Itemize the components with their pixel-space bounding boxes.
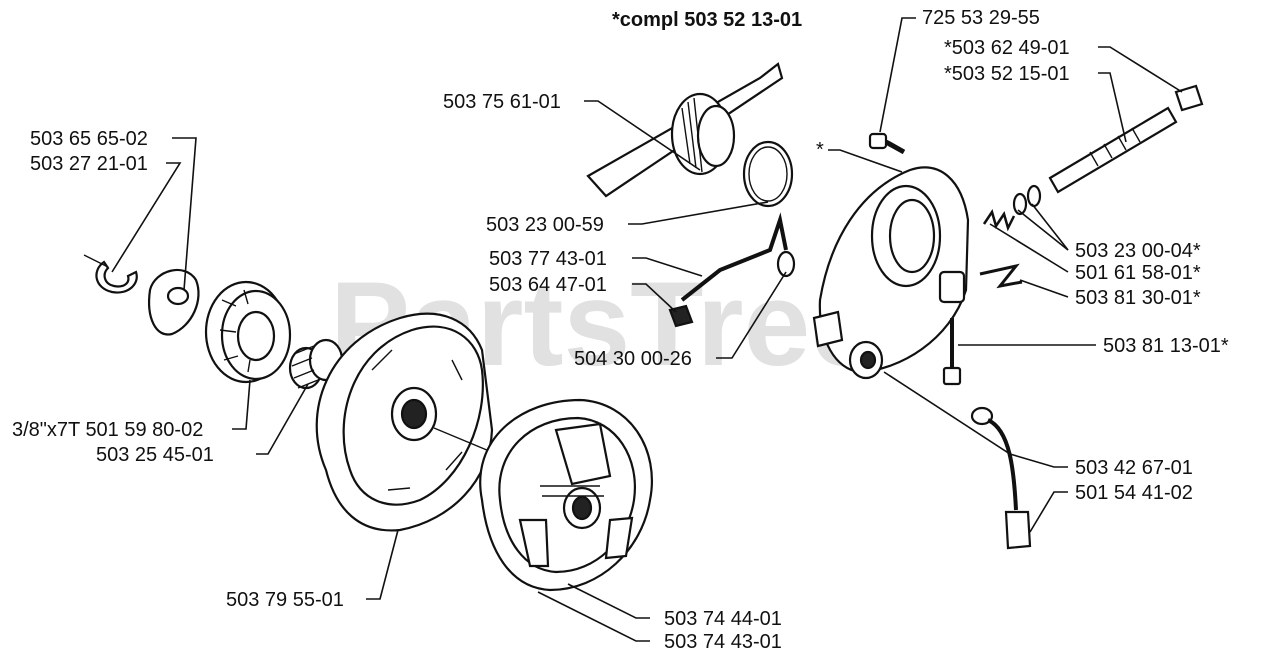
circlip-part[interactable] [83, 254, 138, 294]
sprocket-rim-part[interactable] [204, 280, 292, 384]
clutch-drum-part[interactable] [315, 312, 507, 532]
label-503-23-00-04[interactable]: 503 23 00-04* [1075, 240, 1201, 262]
label-725-53-29-55[interactable]: 725 53 29-55 [922, 7, 1040, 29]
label-503-52-15-01[interactable]: *503 52 15-01 [944, 63, 1070, 85]
label-503-62-49-01[interactable]: *503 62 49-01 [944, 37, 1070, 59]
clutch-shoes-part[interactable] [479, 398, 653, 592]
oil-pipe-part[interactable] [680, 212, 796, 302]
label-501-54-41-02[interactable]: 501 54 41-02 [1075, 482, 1193, 504]
label-503-25-45-01[interactable]: 503 25 45-01 [96, 444, 214, 466]
label-503-74-44-01[interactable]: 503 74 44-01 [664, 608, 782, 630]
end-cap-part[interactable] [1174, 84, 1204, 112]
label-503-23-00-59[interactable]: 503 23 00-59 [486, 214, 604, 236]
leader-lines [111, 17, 1183, 642]
clip-part[interactable] [979, 263, 1023, 289]
label-503-27-21-01[interactable]: 503 27 21-01 [30, 153, 148, 175]
assembly-title: *compl 503 52 13-01 [612, 9, 802, 31]
label-star: * [816, 139, 824, 161]
part-labels: 725 53 29-55 *503 62 49-01 *503 52 15-01… [12, 7, 1229, 653]
label-503-64-47-01[interactable]: 503 64 47-01 [489, 274, 607, 296]
label-503-81-13-01[interactable]: 503 81 13-01* [1103, 335, 1229, 357]
label-501-61-58-01[interactable]: 501 61 58-01* [1075, 262, 1201, 284]
adjuster-screw-part[interactable] [942, 318, 962, 386]
spring-part[interactable] [982, 209, 1016, 232]
pump-shaft-part[interactable] [1048, 106, 1178, 194]
drive-gear-part[interactable] [586, 62, 784, 198]
label-504-30-00-26[interactable]: 504 30 00-26 [574, 348, 692, 370]
oil-hose-part[interactable] [970, 406, 1032, 550]
label-503-65-65-02[interactable]: 503 65 65-02 [30, 128, 148, 150]
label-503-42-67-01[interactable]: 503 42 67-01 [1075, 457, 1193, 479]
label-503-81-30-01[interactable]: 503 81 30-01* [1075, 287, 1201, 309]
label-501-59-80-02[interactable]: 3/8"x7T 501 59 80-02 [12, 419, 203, 441]
bolt-part[interactable] [868, 132, 906, 155]
washer-part[interactable] [148, 269, 200, 336]
ring-part[interactable] [742, 140, 794, 208]
label-503-74-43-01[interactable]: 503 74 43-01 [664, 631, 782, 653]
label-503-79-55-01[interactable]: 503 79 55-01 [226, 589, 344, 611]
oil-pump-housing-part[interactable] [812, 166, 970, 380]
label-503-75-61-01[interactable]: 503 75 61-01 [443, 91, 561, 113]
label-503-77-43-01[interactable]: 503 77 43-01 [489, 248, 607, 270]
